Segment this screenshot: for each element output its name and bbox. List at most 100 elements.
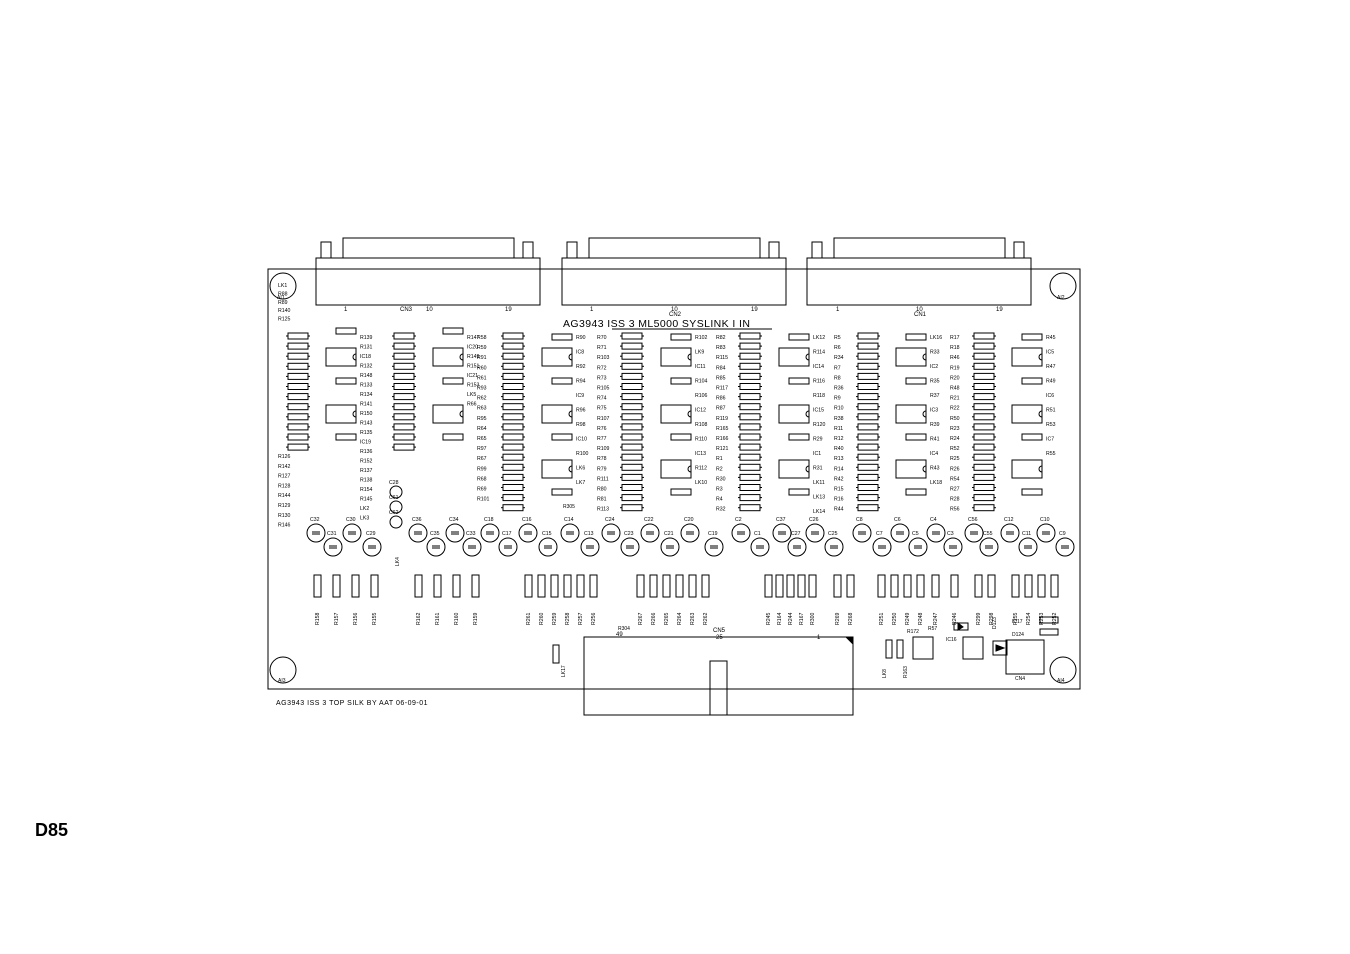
component-label: IC6: [1046, 393, 1054, 399]
svg-text:CN1: CN1: [914, 312, 927, 318]
resistor: [502, 473, 524, 481]
resistor-r160: R160: [452, 574, 461, 625]
resistor-label: R91: [477, 355, 487, 361]
ic-package: [325, 404, 357, 424]
capacitor-body: [926, 523, 946, 543]
resistor: [621, 484, 643, 491]
ic-notch: [922, 353, 927, 361]
capacitor-c9: C9: [1055, 531, 1075, 557]
resistor: [788, 488, 810, 496]
capacitor-body: [872, 537, 892, 557]
resistor-label: R72: [597, 365, 607, 371]
capacitor-label: C15: [542, 531, 552, 537]
resistor: [287, 433, 309, 441]
resistor-label: R21: [950, 396, 960, 402]
resistor: [287, 443, 309, 451]
resistor-label: R28: [950, 497, 960, 503]
svg-text:LK17: LK17: [561, 665, 567, 677]
resistor: [621, 433, 643, 441]
capacitor-label: C17: [502, 531, 512, 537]
capacitor-body: [342, 523, 362, 543]
page-code: D85: [35, 820, 69, 840]
capacitor-label: C26: [809, 517, 819, 523]
resistor-label: R80: [597, 487, 607, 493]
resistor: [502, 362, 524, 370]
resistor-label: R56: [950, 507, 960, 513]
resistor: [857, 473, 879, 481]
capacitor-body: [908, 537, 928, 557]
capacitor-c19: C19: [704, 531, 724, 557]
resistor-r155: R155: [370, 574, 379, 625]
resistor-label: R38: [834, 416, 844, 422]
svg-text:19: 19: [996, 307, 1003, 313]
resistor: [857, 393, 879, 401]
component-label: R135: [360, 430, 373, 436]
component-label: IC12: [695, 408, 706, 414]
capacitor-c10: C10: [1036, 517, 1056, 543]
resistor-label: R7: [834, 365, 841, 371]
resistor: [502, 443, 524, 451]
resistor-r252: R252: [1050, 574, 1059, 625]
component-label: LK11: [813, 480, 825, 486]
silk-title: AG3943 ISS 3 ML5000 SYSLINK I IN: [563, 318, 750, 330]
component-label: R51: [1046, 408, 1056, 414]
capacitor-body: [750, 537, 770, 557]
component-label: R106: [695, 393, 708, 399]
resistor-label: R79: [597, 466, 607, 472]
resistor: [621, 494, 643, 502]
resistor-label: R129: [278, 503, 291, 509]
component-label: R112: [695, 466, 707, 472]
resistor: [1021, 433, 1043, 441]
svg-text:R163: R163: [903, 666, 909, 678]
resistor: [621, 342, 643, 350]
resistor-body: [688, 574, 697, 598]
svg-text:19: 19: [505, 307, 512, 313]
capacitor-body: [979, 537, 999, 557]
resistor: [621, 372, 643, 380]
capacitor-body: [1000, 523, 1020, 543]
resistor-label: R157: [334, 612, 340, 625]
resistor: [393, 403, 415, 411]
ic-package: [541, 404, 573, 424]
capacitor-body: [1018, 537, 1038, 557]
resistor-body: [775, 574, 784, 598]
resistor: [905, 377, 927, 385]
capacitor-body: [852, 523, 872, 543]
resistor-label: R264: [677, 612, 683, 625]
resistor: [502, 504, 524, 512]
capacitor-c2: C2: [731, 517, 751, 543]
resistor: [739, 413, 761, 421]
resistor-label: R4: [716, 497, 723, 503]
component-label: R131: [360, 345, 373, 351]
resistor-label: R127: [278, 474, 291, 480]
resistor-label: R128: [278, 483, 291, 489]
resistor-body: [313, 574, 322, 598]
resistor-label: R3: [716, 487, 723, 493]
svg-text:D124: D124: [1012, 632, 1024, 638]
resistor-label: R64: [477, 426, 487, 432]
ic-package: [660, 404, 692, 424]
svg-text:CN3: CN3: [400, 307, 413, 313]
component-label: R108: [695, 422, 708, 428]
resistor-r268: R268: [846, 574, 855, 625]
ic-notch: [568, 465, 573, 473]
ic-notch: [922, 410, 927, 418]
resistor-label: R12: [834, 436, 844, 442]
resistor-label: R261: [526, 612, 532, 625]
resistor: [621, 352, 643, 360]
capacitor-c21: C21: [660, 531, 680, 557]
component-label: IC18: [360, 354, 371, 360]
resistor-label: R16: [834, 497, 844, 503]
svg-text:CN4: CN4: [1015, 676, 1025, 682]
resistor: [973, 484, 995, 491]
resistor-label: R73: [597, 375, 607, 381]
capacitor-c28: C28: [389, 480, 403, 499]
capacitor-label: C1: [754, 531, 761, 537]
corner-label-ai3: AI3: [278, 678, 286, 684]
resistor-label: R125: [278, 317, 291, 323]
resistor: [442, 433, 464, 441]
resistor-body: [332, 574, 341, 598]
resistor-body: [537, 574, 546, 598]
resistor-body: [950, 574, 959, 598]
